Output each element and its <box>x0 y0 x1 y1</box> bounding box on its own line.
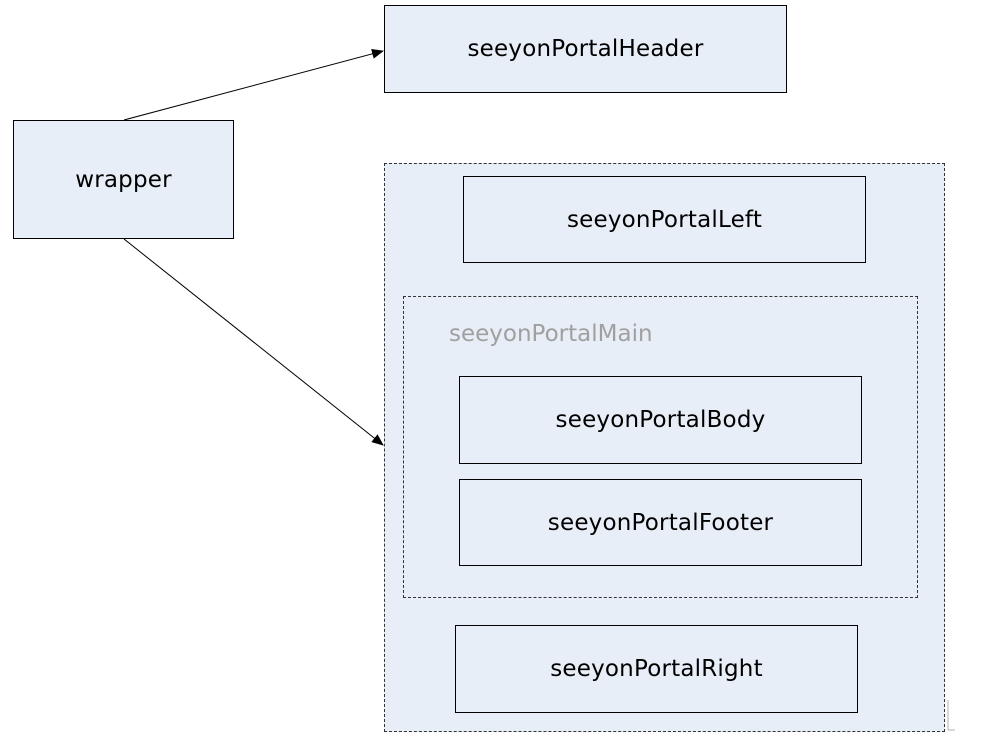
header-node: seeyonPortalHeader <box>384 5 787 93</box>
return-mark-icon <box>947 700 955 731</box>
edge-wrapper-to-container <box>123 238 384 446</box>
body-node: seeyonPortalBody <box>459 376 862 464</box>
main-group-label: seeyonPortalMain <box>449 321 653 347</box>
wrapper-node: wrapper <box>13 120 234 239</box>
right-node: seeyonPortalRight <box>455 625 858 713</box>
edge-wrapper-to-header <box>123 49 384 121</box>
footer-node: seeyonPortalFooter <box>459 479 862 566</box>
left-node: seeyonPortalLeft <box>463 176 866 263</box>
